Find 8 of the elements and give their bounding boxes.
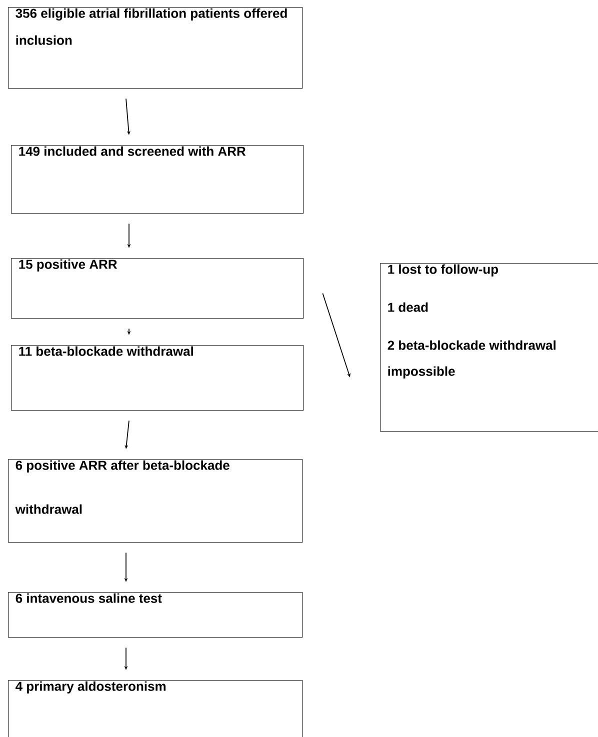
process-box: 15 positive ARR [11,258,304,319]
process-box: 6 positive ARR after beta-blockade withdrawal [8,459,303,543]
process-box: 149 included and screened with ARR [11,145,304,214]
process-box: 11 beta-blockade withdrawal [11,345,304,411]
process-box: 1 lost to follow-up 1 dead 2 beta-blockade withdrawal impossible [380,263,598,432]
process-box: 4 primary aldosteronism [8,680,303,737]
process-box: 356 eligible atrial fibrillation patients offered inclusion [8,7,303,89]
process-box: 6 intavenous saline test [8,592,303,638]
